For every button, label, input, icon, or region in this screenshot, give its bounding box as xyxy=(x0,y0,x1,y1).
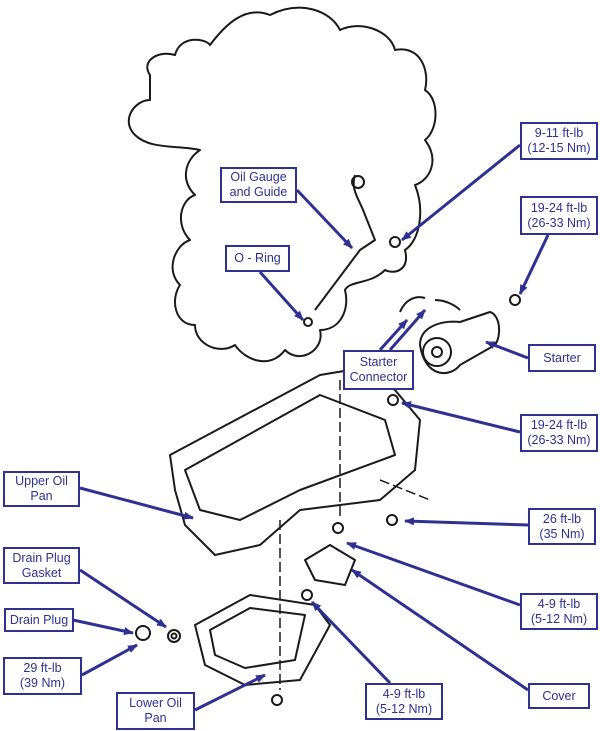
label-line: (26-33 Nm) xyxy=(527,215,591,230)
upper-oil-pan xyxy=(169,369,421,556)
leader-arrows xyxy=(72,143,550,712)
label-torque-gauge-bolt: 9-11 ft-lb(12-15 Nm) xyxy=(520,122,598,160)
starter-connector xyxy=(399,296,461,313)
starter-bolt-top xyxy=(509,294,521,306)
label-line: Drain Plug xyxy=(9,612,69,627)
label-line: Upper Oil xyxy=(15,474,68,488)
label-line: (5-12 Nm) xyxy=(375,701,433,716)
starter-bolt-bottom xyxy=(387,394,399,406)
label-o-ring: O - Ring xyxy=(225,245,290,272)
drain-plug-gasket xyxy=(167,629,181,643)
starter-pinion-center xyxy=(431,346,443,358)
label-starter: Starter xyxy=(528,344,596,372)
label-line: 4-9 ft-lb xyxy=(537,596,581,611)
label-line: (35 Nm) xyxy=(539,526,585,541)
label-line: (12-15 Nm) xyxy=(527,141,591,155)
cover-plate xyxy=(304,544,356,586)
label-line: Pan xyxy=(30,489,53,503)
lower-oil-pan xyxy=(194,594,331,686)
label-torque-starter-top: 19-24 ft-lb(26-33 Nm) xyxy=(520,196,598,235)
cover-bolt xyxy=(301,589,313,601)
pan-bolt xyxy=(332,522,344,534)
label-line: (26-33 Nm) xyxy=(527,433,591,447)
drain-plug-gasket-hole xyxy=(170,632,178,640)
label-line: 19-24 ft-lb xyxy=(530,418,588,432)
label-torque-lower-pan: 4-9 ft-lb(5-12 Nm) xyxy=(365,683,443,720)
oil-gauge-guide xyxy=(314,174,376,311)
label-line: (39 Nm) xyxy=(19,676,66,690)
label-line: 29 ft-lb xyxy=(23,661,62,675)
label-torque-drain-plug: 29 ft-lb(39 Nm) xyxy=(3,657,82,695)
label-cover: Cover xyxy=(528,683,590,709)
label-line: Starter xyxy=(543,350,581,365)
drain-plug xyxy=(135,625,151,641)
label-line: Gasket xyxy=(21,565,62,580)
label-line: Pan xyxy=(144,711,167,725)
alignment-lines xyxy=(279,380,431,690)
starter-motor xyxy=(419,311,501,374)
label-line: 4-9 ft-lb xyxy=(382,686,426,701)
label-line: Connector xyxy=(349,370,408,384)
o-ring xyxy=(303,317,313,327)
label-torque-starter-bottom: 19-24 ft-lb(26-33 Nm) xyxy=(520,414,598,452)
label-torque-26: 26 ft-lb(35 Nm) xyxy=(528,508,596,545)
label-line: Starter xyxy=(359,355,398,369)
gauge-bolt xyxy=(389,236,401,248)
label-line: 26 ft-lb xyxy=(542,511,582,526)
pan-bolt-26 xyxy=(386,514,398,526)
label-line: and Guide xyxy=(229,185,288,199)
label-line: Oil Gauge xyxy=(230,170,287,184)
lower-pan-bolt xyxy=(271,694,283,706)
starter-pinion xyxy=(422,337,452,367)
label-line: 9-11 ft-lb xyxy=(534,126,584,140)
label-torque-cover: 4-9 ft-lb(5-12 Nm) xyxy=(520,593,598,630)
engine-block-outline xyxy=(127,6,437,363)
label-line: 19-24 ft-lb xyxy=(530,200,588,215)
label-line: (5-12 Nm) xyxy=(530,611,588,626)
label-line: O - Ring xyxy=(234,251,281,265)
label-line: Lower Oil xyxy=(129,696,182,710)
label-line: Drain Plug xyxy=(12,550,71,565)
label-drain-plug: Drain Plug xyxy=(4,608,74,632)
label-line: Cover xyxy=(542,688,576,703)
oil-gauge-handle xyxy=(351,175,365,189)
